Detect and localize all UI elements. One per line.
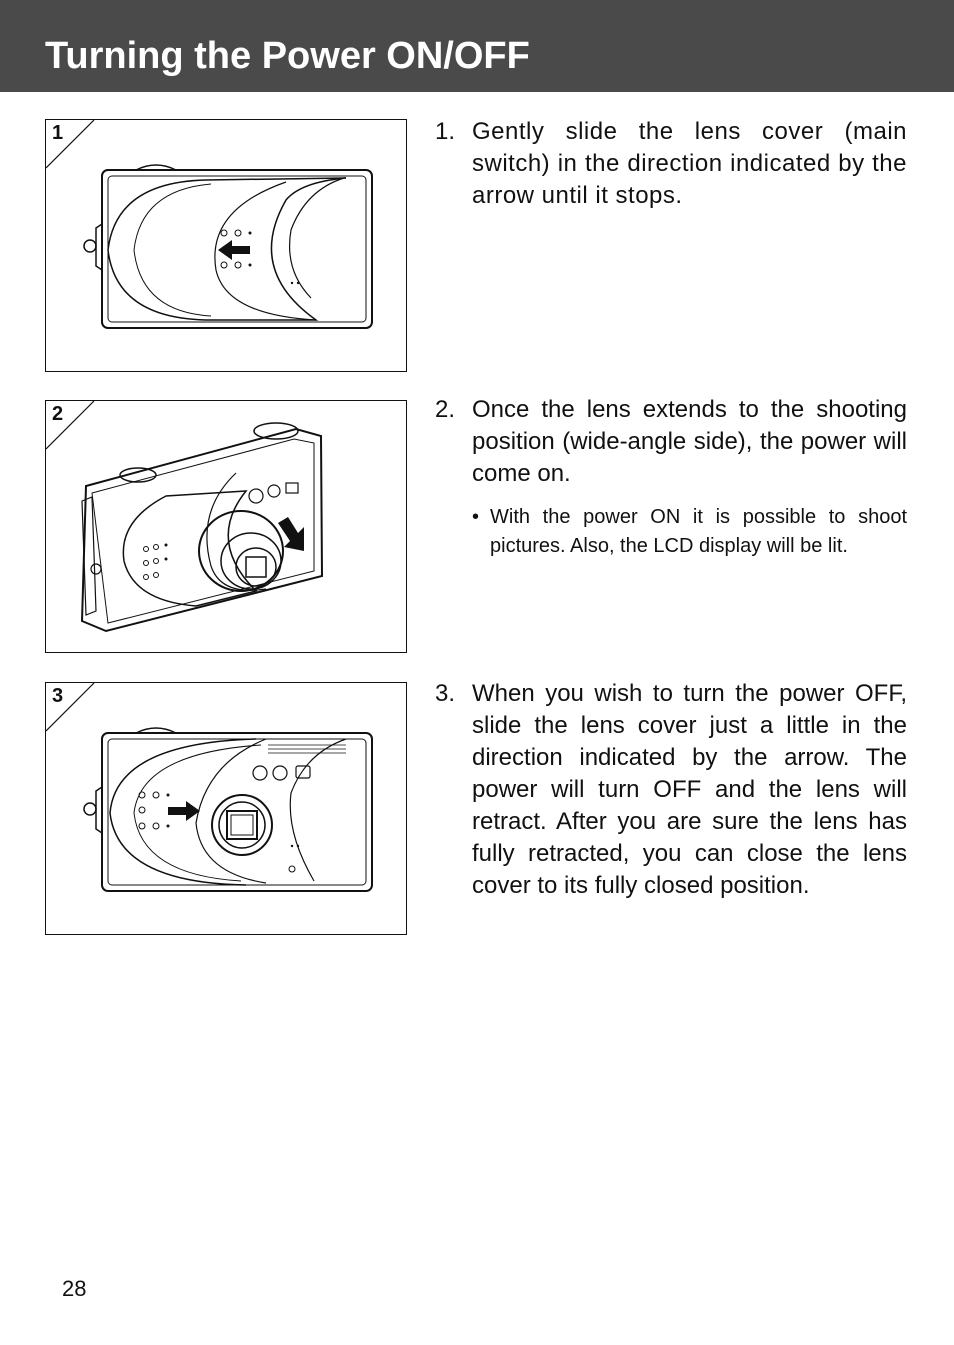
bullet-mark: • (472, 506, 480, 528)
note-bullet: • With the power ON it is possible to sh… (472, 503, 907, 561)
step-text: Once the lens extends to the shooting po… (472, 396, 907, 487)
figure-2-lens-extended: 2 (45, 400, 407, 653)
step-2: 2. Once the lens extends to the shooting… (435, 394, 907, 490)
page-number: 28 (62, 1276, 87, 1301)
step-number: 1. (435, 118, 456, 145)
figure-number: 2 (52, 403, 64, 425)
camera-cover-open-illustration (46, 683, 373, 892)
step-3: 3. When you wish to turn the power OFF, … (435, 678, 907, 902)
step-1: 1. Gently slide the lens cover (main swi… (435, 116, 907, 212)
figure-3-lens-retract: 3 (45, 682, 407, 935)
page-title: Turning the Power ON/OFF (45, 35, 530, 77)
page-header: Turning the Power ON/OFF (0, 0, 954, 92)
step-text: When you wish to turn the power OFF, sli… (472, 680, 907, 899)
step-number: 3. (435, 680, 456, 707)
figure-1-closed-cover: 1 (45, 119, 407, 372)
figure-number: 1 (52, 122, 64, 144)
camera-cover-closed-illustration (46, 120, 373, 329)
figure-number: 3 (52, 685, 64, 707)
step-number: 2. (435, 396, 456, 423)
step-text: Gently slide the lens cover (main switch… (472, 118, 907, 209)
note-text: With the power ON it is possible to shoo… (490, 506, 907, 557)
camera-lens-extended-illustration (46, 401, 324, 633)
